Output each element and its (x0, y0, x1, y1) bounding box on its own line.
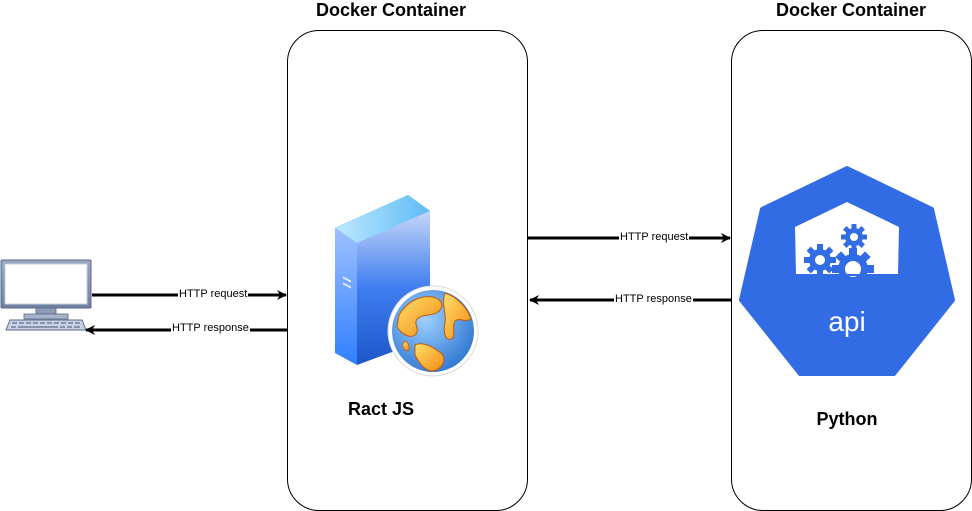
frontend-container-title: Docker Container (315, 0, 467, 20)
frontend-node-label: Ract JS (347, 399, 415, 419)
api-gears-icon[interactable]: api (738, 166, 956, 376)
client-request-label: HTTP request (178, 288, 249, 300)
client-response-label: HTTP response (171, 322, 250, 334)
backend-node-label: Python (816, 409, 878, 429)
backend-request-label: HTTP request (619, 231, 690, 243)
backend-response-label: HTTP response (614, 293, 693, 305)
globe-icon (387, 285, 479, 377)
backend-container-title: Docker Container (775, 0, 927, 20)
api-icon-text: api (828, 306, 865, 337)
desktop-computer-icon[interactable] (0, 258, 94, 334)
